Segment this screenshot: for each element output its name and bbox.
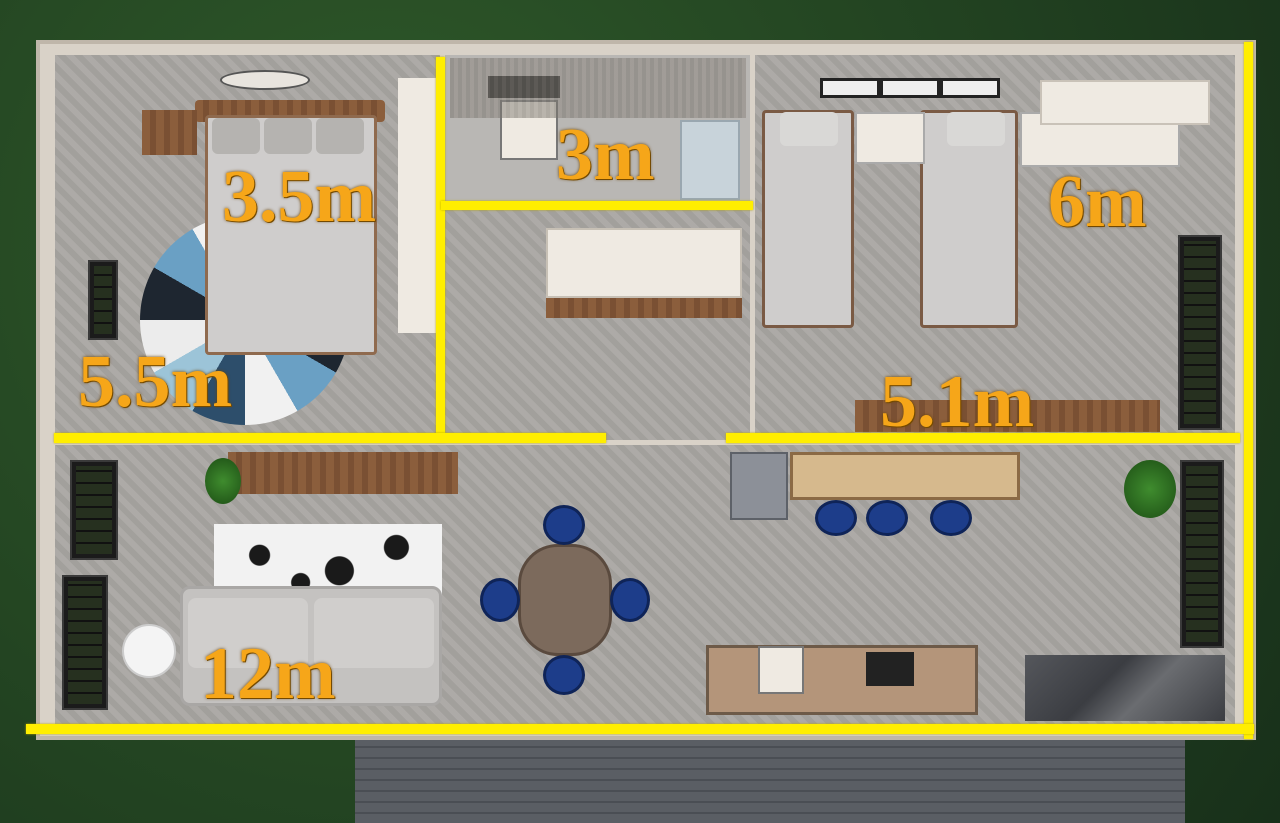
master-bed-pillow [316,118,364,154]
potted-plant [1124,460,1176,518]
bar-stool [815,500,857,536]
master-bedroom-depth-label: 5.5m [78,341,233,423]
second-bedroom-window [1178,235,1222,430]
kitchen-counter [790,452,1020,500]
nightstand [142,110,197,155]
master-bedroom-width-label: 3.5m [222,156,377,238]
dining-chair [543,505,585,545]
twin-bed-left [762,110,854,328]
potted-plant [205,458,241,504]
second-bedroom-depth-label: 5.1m [880,361,1035,443]
twin-bed-pillow [780,112,838,146]
kitchen-window [1180,460,1224,648]
highlight-wall [726,433,1240,443]
bar-stool [930,500,972,536]
master-bed-pillow [212,118,260,154]
master-bed-pillow [264,118,312,154]
dining-chair [543,655,585,695]
kitchen-island [706,645,978,715]
wall-picture [940,78,1000,98]
living-area-size-label: 12m [200,633,336,715]
second-bedroom-width-label: 6m [1048,161,1147,243]
refrigerator [730,452,788,520]
living-room-window [62,575,108,710]
side-table [122,624,176,678]
ceiling-light [220,70,310,90]
twin-bed-right [920,110,1018,328]
bedroom-dresser [855,400,1160,432]
wall-picture [880,78,940,98]
hall-cabinet-drawers [546,298,742,318]
dining-table [518,544,612,656]
living-room-window [70,460,118,560]
dining-chair [610,578,650,622]
shower-glass [680,120,740,200]
master-bed [205,115,377,355]
sofa-cushion [314,598,434,668]
dining-chair [480,578,520,622]
bedroom-window [88,260,118,340]
bathroom-size-label: 3m [556,114,655,196]
shared-nightstand [855,112,925,164]
bathroom-wall-tile [450,58,746,118]
wardrobe [398,78,436,333]
highlight-wall [436,57,445,442]
bar-stool [866,500,908,536]
highlight-wall [54,433,606,443]
wall-picture [820,78,880,98]
highlight-wall [1244,42,1253,739]
highlight-wall [26,724,1254,734]
tv-console [228,452,458,494]
highlight-wall [441,201,753,210]
sofa-cushion [188,598,308,668]
marble-counter [1025,655,1225,721]
cooktop [866,652,914,686]
kitchen-sink [758,646,804,694]
wall-shelf [1040,80,1210,125]
hall-cabinet [546,228,742,298]
front-deck [355,738,1185,823]
twin-bed-pillow [947,112,1005,146]
